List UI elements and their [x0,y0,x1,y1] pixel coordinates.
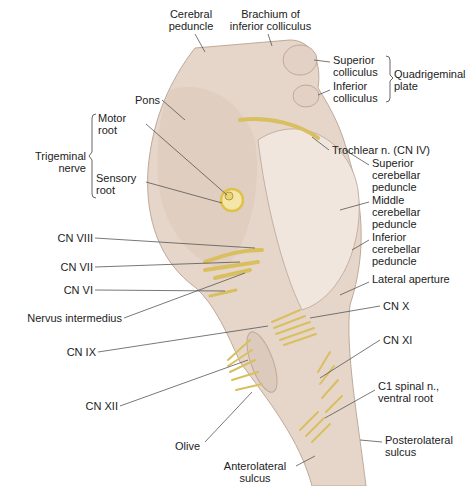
leader-line [320,340,380,378]
leader-line [352,240,369,250]
part-label: Inferior cerebellar peduncle [372,231,454,267]
leader-line [360,440,382,442]
leader-line [205,392,252,442]
part-label: CN VIII [40,232,93,244]
facial-vestibulocochlear-nerves [205,250,262,278]
glossopharyngeal-vagus-rootlets [272,310,316,345]
part-label: Lateral aperture [372,273,454,285]
part-label: CN XI [383,334,412,346]
part-label: Olive [175,440,200,452]
peduncle-cut-surface [258,129,359,310]
part-label: Superior colliculus [333,54,388,78]
leader-line [95,290,225,291]
part-label: Middle cerebellar peduncle [372,194,454,230]
leader-line [146,124,227,195]
leader-line [325,390,375,418]
leader-line [95,262,240,267]
inferior-colliculus [293,85,319,107]
part-label: CN IX [40,346,96,358]
c1-rootlets [300,412,330,442]
part-label: CN XII [60,400,118,412]
trigeminal-motor-root [225,192,233,200]
part-label: Trigeminal nerve [26,150,86,174]
olive [241,328,284,396]
leader-line [340,202,369,210]
trigeminal-bracket [89,114,96,198]
leader-line [340,282,369,295]
part-label: CN VII [40,261,93,273]
leader-line [98,326,268,352]
part-label: Quadrigeminal plate [394,68,469,92]
part-label: Trochlear n. (CN IV) [332,144,430,156]
leader-line [312,137,329,150]
superior-colliculus [283,45,317,75]
leader-line [95,238,255,248]
quadrigeminal-bracket [386,56,393,102]
leader-line [314,60,330,62]
part-label: Pons [128,94,160,106]
leader-line [318,90,330,95]
part-label: Sensory root [96,172,144,196]
part-label: Anterolateral sulcus [215,460,295,484]
part-label: Nervus intermedius [14,312,122,324]
leader-line [146,182,222,203]
leader-line [296,456,315,466]
accessory-rootlets [318,352,342,412]
leader-line [310,306,380,318]
leader-line [268,34,272,46]
part-label: Brachium of inferior colliculus [228,8,313,32]
part-label: Superior cerebellar peduncle [372,157,454,193]
part-label: Posterolateral sulcus [385,434,465,458]
part-label: Inferior colliculus [333,80,388,104]
leader-line [195,34,205,52]
leader-line [162,100,185,120]
part-label: Motor root [98,112,146,136]
brainstem-body [148,40,366,486]
part-label: CN VI [40,284,93,296]
trochlear-nerve [240,119,318,138]
leader-line [124,273,245,318]
part-label: CN X [383,300,409,312]
part-label: C1 spinal n., ventral root [378,380,468,404]
leader-line [120,360,248,406]
part-label: Cerebral peduncle [155,8,227,32]
